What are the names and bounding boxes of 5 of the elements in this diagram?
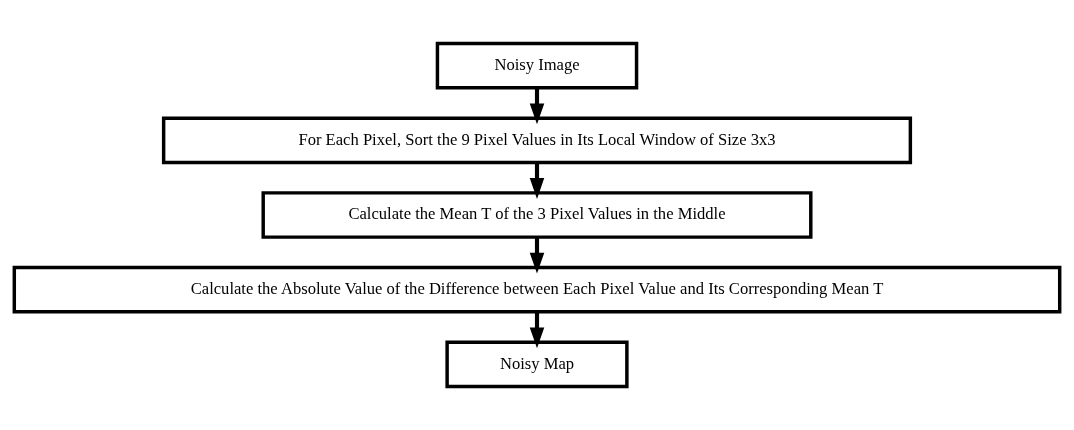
node-box: Noisy Image xyxy=(435,41,639,90)
node-box: Calculate the Absolute Value of the Difference between Each Pixel Value and Its Corresponding Mean T xyxy=(12,265,1062,314)
node-box: Calculate the Mean T of the 3 Pixel Values in the Middle xyxy=(261,191,813,239)
node-box: For Each Pixel, Sort the 9 Pixel Values in Its Local Window of Size 3x3 xyxy=(161,116,913,165)
node-box: Noisy Map xyxy=(445,340,629,389)
